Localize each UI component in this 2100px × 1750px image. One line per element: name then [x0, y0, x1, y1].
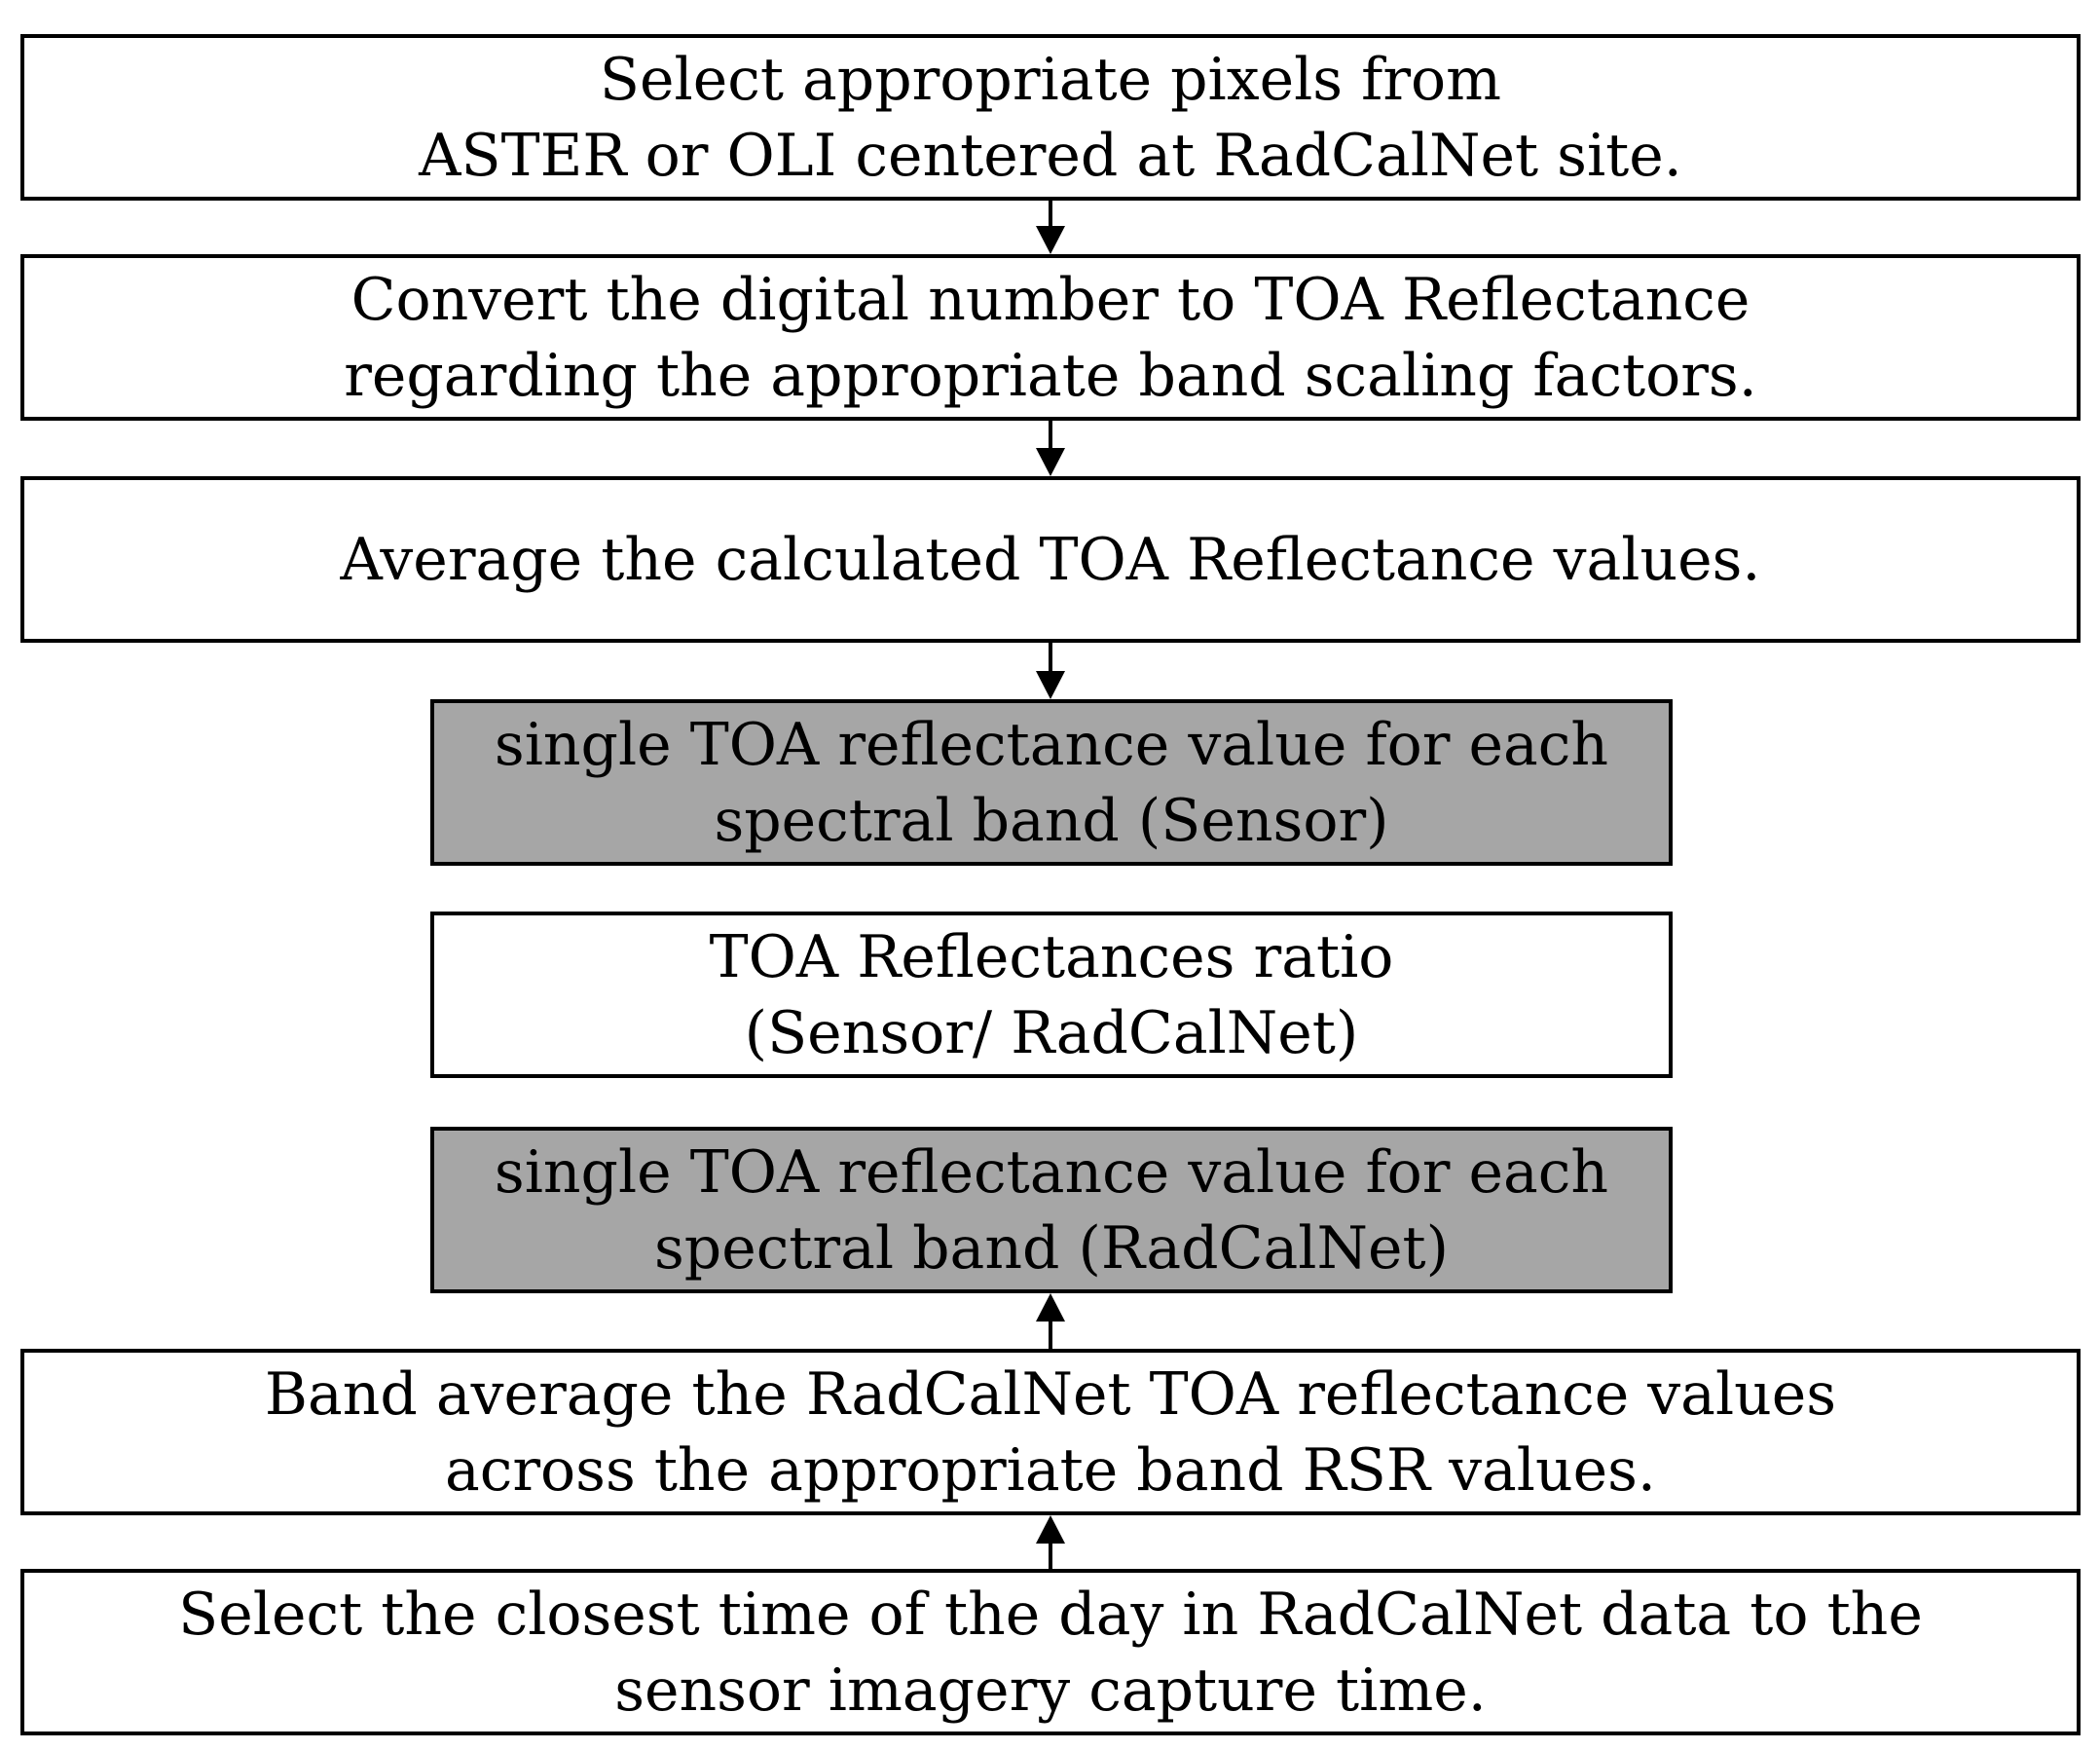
box-text-line: (Sensor/ RadCalNet) — [744, 998, 1359, 1067]
box-text-line: spectral band (Sensor) — [714, 786, 1389, 855]
box-text-line: Band average the RadCalNet TOA reflectan… — [264, 1359, 1837, 1429]
box-text-line: single TOA reflectance value for each — [494, 710, 1609, 779]
arrow-down-icon — [1036, 201, 1065, 254]
step-band-average-box: Band average the RadCalNet TOA reflectan… — [20, 1349, 2081, 1515]
arrow-up-icon — [1036, 1293, 1065, 1349]
box-text-line: single TOA reflectance value for each — [494, 1137, 1609, 1207]
step-convert-dn-box: Convert the digital number to TOA Reflec… — [20, 254, 2081, 421]
box-text-line: spectral band (RadCalNet) — [654, 1213, 1449, 1283]
box-text-line: TOA Reflectances ratio — [709, 922, 1394, 991]
toa-ratio-box: TOA Reflectances ratio (Sensor/ RadCalNe… — [430, 912, 1673, 1078]
step-select-pixels-box: Select appropriate pixels from ASTER or … — [20, 34, 2081, 201]
box-text-line: ASTER or OLI centered at RadCalNet site. — [419, 121, 1682, 190]
step-average-toa-box: Average the calculated TOA Reflectance v… — [20, 476, 2081, 643]
box-text-line: Select appropriate pixels from — [599, 45, 1502, 114]
arrow-down-icon — [1036, 421, 1065, 476]
box-text-line: sensor imagery capture time. — [614, 1656, 1487, 1725]
box-text-line: Select the closest time of the day in Ra… — [178, 1580, 1923, 1649]
box-text-line: regarding the appropriate band scaling f… — [344, 341, 1757, 410]
arrow-up-icon — [1036, 1515, 1065, 1569]
step-select-closest-time-box: Select the closest time of the day in Ra… — [20, 1569, 2081, 1735]
arrow-down-icon — [1036, 643, 1065, 699]
box-text-line: across the appropriate band RSR values. — [444, 1435, 1656, 1505]
sensor-toa-value-box: single TOA reflectance value for each sp… — [430, 699, 1673, 866]
box-text-line: Convert the digital number to TOA Reflec… — [350, 265, 1750, 334]
radcalnet-toa-value-box: single TOA reflectance value for each sp… — [430, 1127, 1673, 1293]
box-text-line: Average the calculated TOA Reflectance v… — [340, 525, 1761, 594]
